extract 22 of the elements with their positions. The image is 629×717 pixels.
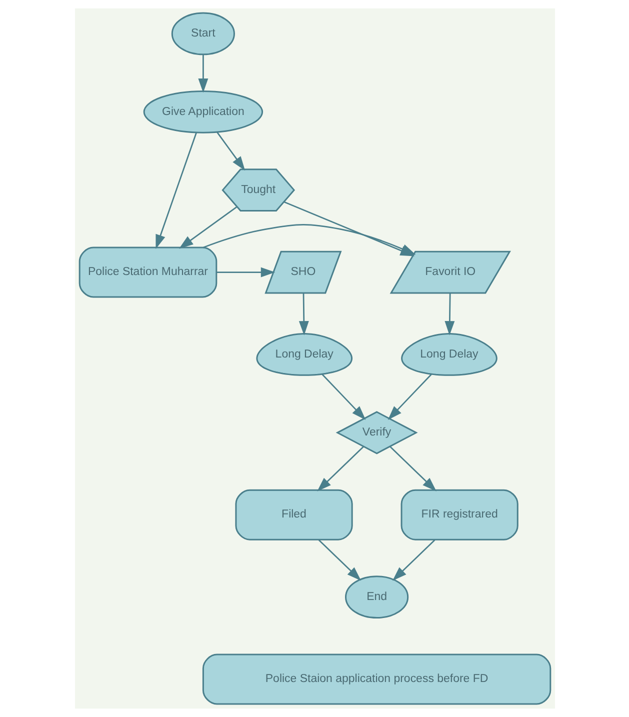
arrow xyxy=(216,132,245,171)
arrow xyxy=(387,374,432,420)
node-ellipse: Start xyxy=(170,12,234,56)
arrow xyxy=(444,293,454,336)
arrow xyxy=(298,293,308,336)
node-box: Police Staion application process before FD xyxy=(202,654,551,705)
arrow xyxy=(321,374,366,420)
node-box: Filed xyxy=(234,489,352,540)
arrow xyxy=(392,539,435,581)
arrow xyxy=(316,446,364,492)
arrow xyxy=(389,446,436,492)
arrow xyxy=(318,539,361,581)
arrow xyxy=(202,224,416,255)
node-ellipse: Give Application xyxy=(142,90,263,134)
node-diamond: Verify xyxy=(335,411,418,454)
node-box: FIR registrared xyxy=(400,489,518,540)
arrow xyxy=(198,54,208,93)
node-ellipse: End xyxy=(344,576,408,618)
arrow xyxy=(178,206,236,249)
arrow xyxy=(155,132,196,249)
node-box: Police Station Muharrar xyxy=(78,246,217,298)
arrow xyxy=(216,267,275,278)
